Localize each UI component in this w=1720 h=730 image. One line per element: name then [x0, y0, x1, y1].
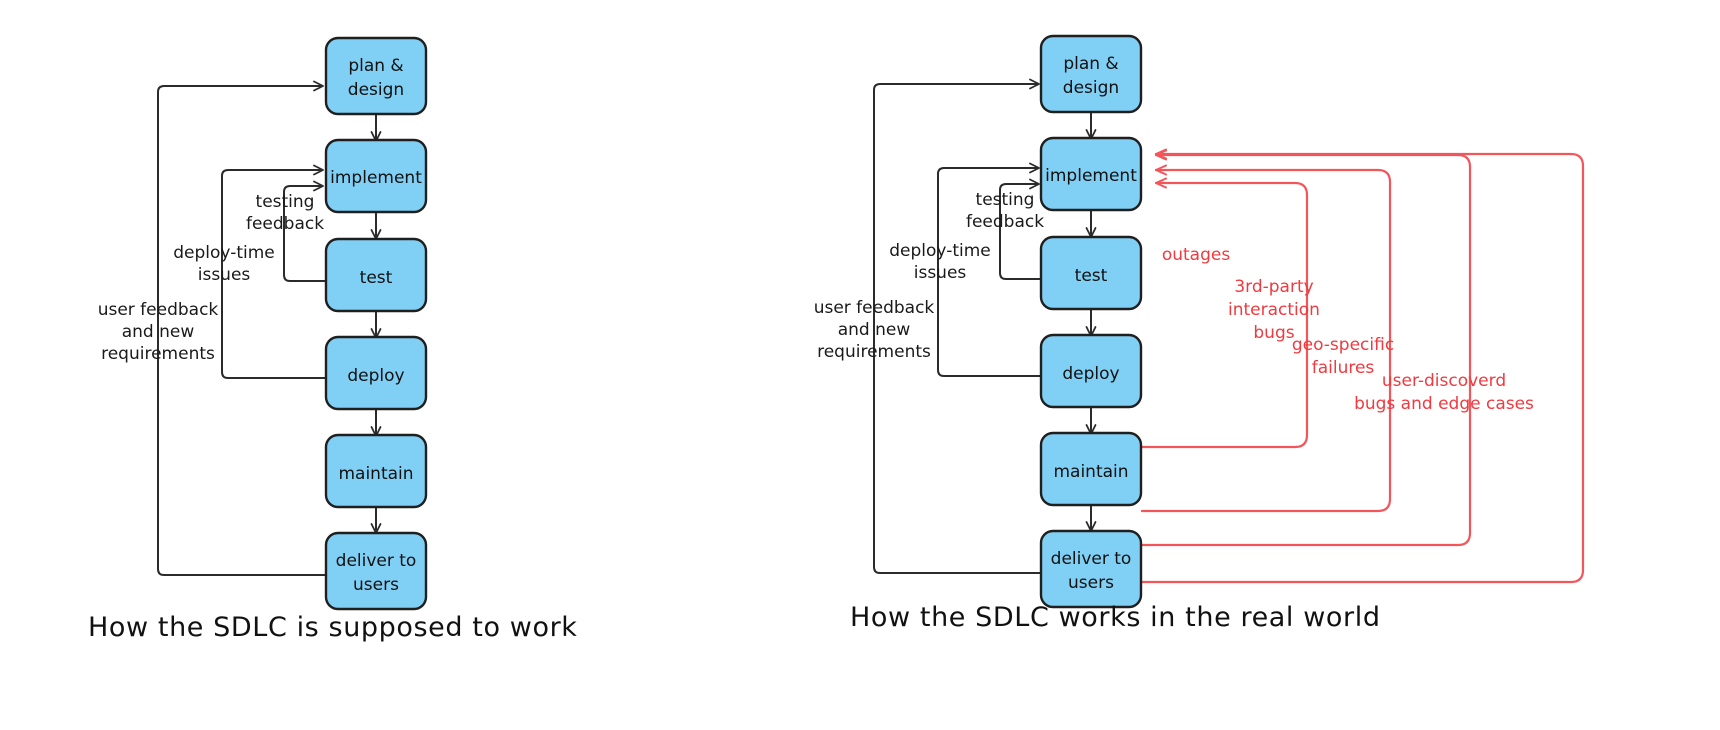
rw-label-user-feedback-line1: user feedback — [814, 298, 935, 318]
node-maintain-label: maintain — [338, 464, 413, 484]
edge-deploy-to-implement-deploy-time-issues — [221, 164, 328, 379]
rw-node-deliver-to-users-label-line1: deliver to — [1051, 549, 1132, 569]
node-implement-label: implement — [330, 168, 422, 188]
rw-label-deploy-time-issues-line2: issues — [914, 263, 967, 283]
rw-red-label-geo-specific-line1: geo-specific — [1292, 335, 1394, 355]
left-nodes: plan & design implement test deploy main… — [324, 36, 428, 611]
rw-node-maintain[interactable]: maintain — [1039, 431, 1143, 507]
left-diagram-caption: How the SDLC is supposed to work — [88, 612, 578, 643]
node-test-box[interactable] — [324, 237, 428, 313]
label-user-feedback: user feedback and new requirements — [98, 300, 219, 364]
node-test-label: test — [360, 268, 393, 288]
rw-label-user-feedback-line3: requirements — [817, 342, 931, 362]
rw-label-user-feedback-line2: and new — [838, 320, 911, 340]
right-feedback-labels: testing feedback deploy-time issues user… — [814, 190, 1044, 362]
rw-red-label-geo-specific: geo-specific failures — [1292, 335, 1394, 378]
node-deliver-to-users-box[interactable] — [324, 531, 428, 611]
right-nodes: plan & design implement test deploy main… — [1039, 34, 1143, 609]
rw-node-plan-and-design-label-line2: design — [1063, 78, 1119, 98]
edge-test-to-implement-testing-feedback — [283, 180, 328, 282]
rw-label-testing-feedback: testing feedback — [966, 190, 1044, 232]
label-user-feedback-line2: and new — [122, 322, 195, 342]
rw-node-deploy-box[interactable] — [1039, 333, 1143, 409]
rw-red-edge-geo-specific-failures — [1140, 149, 1472, 547]
rw-node-deploy[interactable]: deploy — [1039, 333, 1143, 409]
node-deliver-to-users-label-line1: deliver to — [336, 551, 417, 571]
rw-edge-deliver-to-plan-user-feedback — [873, 78, 1043, 574]
rw-red-edge-user-discovered-bugs — [1140, 148, 1585, 584]
rw-node-test[interactable]: test — [1039, 235, 1143, 311]
rw-label-user-feedback: user feedback and new requirements — [814, 298, 935, 362]
node-plan-and-design-label-line2: design — [348, 80, 404, 100]
right-red-labels: outages 3rd-party interaction bugs geo-s… — [1162, 245, 1534, 414]
rw-node-implement-label: implement — [1045, 166, 1137, 186]
rw-red-label-geo-specific-line2: failures — [1312, 358, 1375, 378]
rw-node-deploy-label: deploy — [1062, 364, 1119, 384]
rw-red-edge-third-party-interaction-bugs — [1140, 164, 1392, 513]
node-implement[interactable]: implement — [324, 138, 428, 214]
node-deliver-to-users[interactable]: deliver to users — [324, 531, 428, 611]
rw-node-plan-and-design-box[interactable] — [1039, 34, 1143, 114]
rw-edge-test-to-implement-testing-feedback — [999, 178, 1043, 280]
rw-red-label-outages-line1: outages — [1162, 245, 1231, 265]
node-implement-box[interactable] — [324, 138, 428, 214]
rw-node-maintain-label: maintain — [1053, 462, 1128, 482]
rw-red-label-third-party-line1: 3rd-party — [1234, 277, 1313, 297]
left-feedback-edges — [157, 80, 328, 576]
right-red-edges — [1140, 148, 1585, 584]
rw-red-label-user-discovered-line2: bugs and edge cases — [1354, 394, 1534, 414]
label-testing-feedback-line2: feedback — [246, 214, 324, 234]
rw-red-label-outages: outages — [1162, 245, 1231, 265]
rw-red-label-third-party-line3: bugs — [1253, 323, 1294, 343]
rw-node-deliver-to-users[interactable]: deliver to users — [1039, 529, 1143, 609]
node-plan-and-design[interactable]: plan & design — [324, 36, 428, 116]
edge-deliver-to-plan-user-feedback — [157, 80, 328, 576]
rw-node-test-box[interactable] — [1039, 235, 1143, 311]
rw-label-deploy-time-issues-line1: deploy-time — [889, 241, 990, 261]
rw-node-test-label: test — [1075, 266, 1108, 286]
rw-node-deliver-to-users-box[interactable] — [1039, 529, 1143, 609]
rw-label-testing-feedback-line2: feedback — [966, 212, 1044, 232]
right-feedback-edges — [873, 78, 1043, 574]
rw-node-plan-and-design-label-line1: plan & — [1063, 54, 1118, 74]
node-maintain-box[interactable] — [324, 433, 428, 509]
rw-node-implement-box[interactable] — [1039, 136, 1143, 212]
rw-red-label-user-discovered: user-discoverd bugs and edge cases — [1354, 371, 1534, 414]
rw-edge-deploy-to-implement-deploy-time-issues — [937, 162, 1043, 377]
label-testing-feedback: testing feedback — [246, 192, 324, 234]
node-deploy-box[interactable] — [324, 335, 428, 411]
rw-red-label-third-party-line2: interaction — [1228, 300, 1320, 320]
rw-label-testing-feedback-line1: testing — [976, 190, 1035, 210]
node-plan-and-design-label-line1: plan & — [348, 56, 403, 76]
label-deploy-time-issues-line2: issues — [198, 265, 251, 285]
rw-red-edge-outages — [1140, 177, 1309, 449]
right-diagram-caption: How the SDLC works in the real world — [850, 602, 1381, 633]
node-maintain[interactable]: maintain — [324, 433, 428, 509]
rw-node-plan-and-design[interactable]: plan & design — [1039, 34, 1143, 114]
node-test[interactable]: test — [324, 237, 428, 313]
rw-node-implement[interactable]: implement — [1039, 136, 1143, 212]
node-plan-and-design-box[interactable] — [324, 36, 428, 116]
rw-red-label-user-discovered-line1: user-discoverd — [1382, 371, 1506, 391]
rw-red-label-third-party: 3rd-party interaction bugs — [1228, 277, 1320, 343]
left-feedback-labels: testing feedback deploy-time issues user… — [98, 192, 324, 364]
label-deploy-time-issues: deploy-time issues — [173, 243, 274, 285]
rw-node-maintain-box[interactable] — [1039, 431, 1143, 507]
label-user-feedback-line1: user feedback — [98, 300, 219, 320]
label-deploy-time-issues-line1: deploy-time — [173, 243, 274, 263]
rw-label-deploy-time-issues: deploy-time issues — [889, 241, 990, 283]
node-deploy[interactable]: deploy — [324, 335, 428, 411]
node-deploy-label: deploy — [347, 366, 404, 386]
label-user-feedback-line3: requirements — [101, 344, 215, 364]
rw-node-deliver-to-users-label-line2: users — [1068, 573, 1114, 593]
node-deliver-to-users-label-line2: users — [353, 575, 399, 595]
label-testing-feedback-line1: testing — [256, 192, 315, 212]
